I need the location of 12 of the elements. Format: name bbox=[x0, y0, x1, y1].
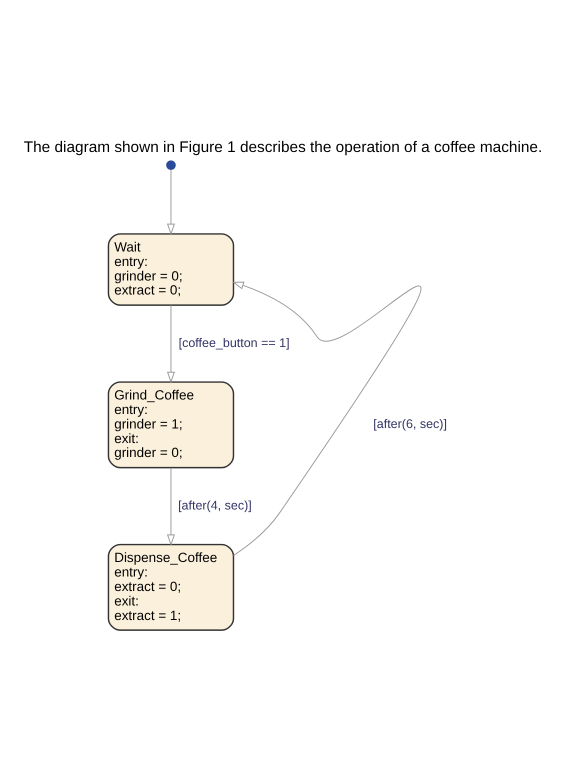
node-box: Wait entry: grinder = 0; extract = 0; bbox=[108, 233, 234, 306]
edge-label: [after(6, sec)] bbox=[373, 417, 447, 432]
arrow bbox=[232, 282, 421, 556]
node-box: Grind_Coffee entry: grinder = 1; exit: grinder = 0; bbox=[108, 381, 234, 468]
edge-label: [after(4, sec)] bbox=[178, 498, 252, 512]
diagram-title: The diagram shown in Figure 1 describes the operation of a coffee machine. bbox=[24, 139, 542, 156]
node-circle bbox=[166, 160, 176, 170]
arrow bbox=[166, 169, 175, 236]
arrow bbox=[166, 468, 175, 546]
edge-label: [coffee_button == 1] bbox=[178, 336, 290, 350]
node-box: Dispense_Coffee entry: extract = 0; exit: extract = 1; bbox=[108, 544, 234, 631]
arrow bbox=[166, 304, 175, 384]
